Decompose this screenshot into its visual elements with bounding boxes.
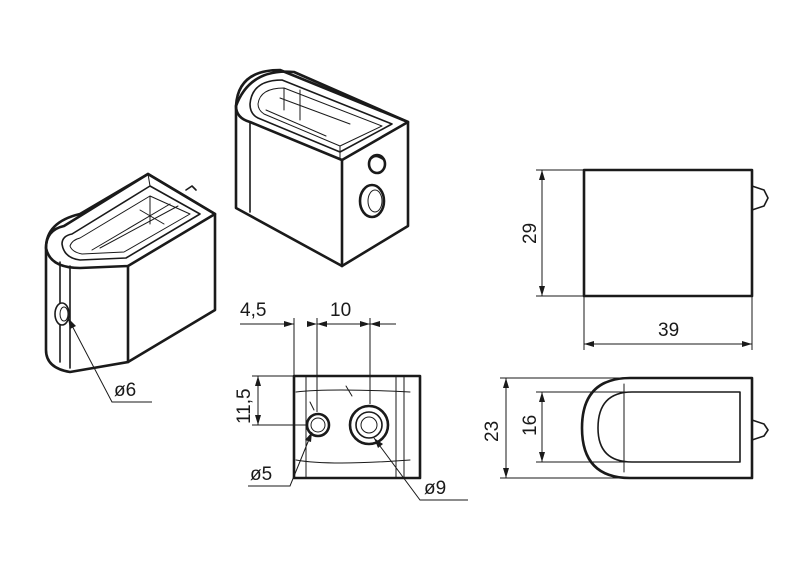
dim-11-5: 11,5 bbox=[234, 388, 255, 424]
dim-o5: ø5 bbox=[250, 464, 272, 485]
dim-o6: ø6 bbox=[114, 380, 136, 401]
iso-view-left bbox=[44, 172, 217, 374]
dim-16: 16 bbox=[520, 415, 541, 436]
iso-view-top bbox=[234, 68, 410, 268]
dim-23: 23 bbox=[482, 421, 503, 442]
plan-view bbox=[580, 376, 769, 480]
side-view bbox=[582, 168, 769, 298]
dimension-lines bbox=[67, 169, 753, 501]
dimension-labels: 4,5 10 11,5 ø5 ø9 ø6 29 39 23 16 bbox=[114, 223, 679, 499]
dim-o9: ø9 bbox=[424, 478, 446, 499]
dim-29: 29 bbox=[520, 223, 541, 244]
front-view bbox=[292, 374, 422, 480]
dim-39: 39 bbox=[658, 320, 679, 341]
dim-4-5: 4,5 bbox=[240, 300, 266, 321]
dim-10: 10 bbox=[330, 300, 351, 321]
